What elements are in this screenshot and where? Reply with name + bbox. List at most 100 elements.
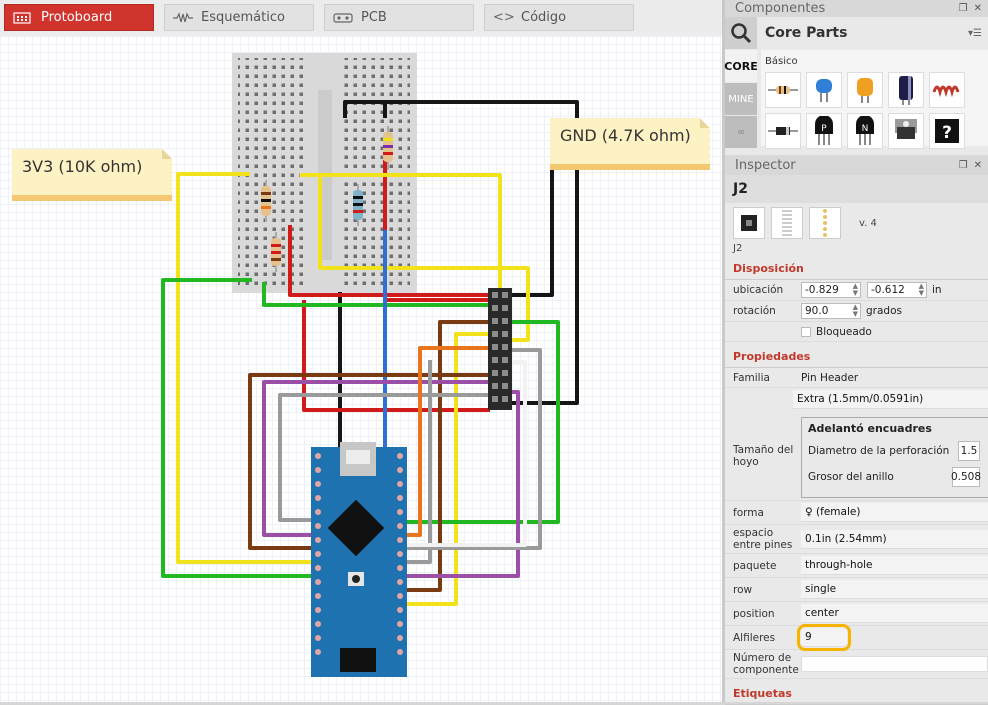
position-row: position center (725, 602, 988, 626)
location-label: ubicación (733, 284, 801, 296)
rotation-unit: grados (866, 305, 902, 317)
family-label: Familia (733, 372, 801, 384)
part-power-transistor-icon[interactable] (888, 113, 924, 149)
location-x-input[interactable]: -0.829▲▼ (801, 282, 861, 298)
inspector-title: Inspector (735, 158, 796, 173)
ring-input[interactable]: 0.508 (952, 467, 980, 487)
wire-green (163, 280, 322, 576)
parts-bin-header: Core Parts ▾☰ (725, 17, 988, 49)
search-button[interactable] (725, 17, 757, 49)
breadboard-canvas[interactable]: 3V3 (10K ohm) GND (4.7K ohm) (0, 36, 722, 702)
right-sidebar: Componentes ❐ ✕ Core Parts ▾☰ CORE MINE ∞… (722, 0, 988, 702)
section-properties: Propiedades (725, 346, 988, 368)
pins-select[interactable]: 9 (801, 628, 847, 647)
drill-label: Diametro de la perforación (808, 445, 949, 457)
note-gnd[interactable]: GND (4.7K ohm) (550, 118, 710, 170)
bin-mine[interactable]: MINE (725, 83, 757, 115)
locked-checkbox[interactable] (801, 327, 811, 337)
location-y-input[interactable]: -0.612 ▲▼ (867, 282, 927, 298)
tab-pcb[interactable]: PCB (324, 4, 474, 31)
view-tab-bar: Protoboard Esquemático PCB <> Código (0, 0, 722, 36)
spin-arrows-icon[interactable]: ▲▼ (853, 283, 858, 297)
bin-name: Core Parts (765, 25, 847, 41)
form-label: forma (733, 507, 801, 519)
part-npn-transistor-icon[interactable]: N (847, 113, 883, 149)
part-resistor-icon[interactable] (765, 72, 801, 108)
inspector-title-bar: Inspector ❐ ✕ (725, 155, 988, 175)
package-select[interactable]: through-hole (801, 556, 988, 575)
family-value: Pin Header (801, 372, 858, 384)
pin-header-j2[interactable] (488, 288, 512, 410)
part-diode-icon[interactable] (765, 113, 801, 149)
arduino-nano-board[interactable] (311, 442, 407, 677)
ring-row: Grosor del anillo 0.508 (808, 467, 988, 487)
part-number-row: Número de componente (725, 650, 988, 679)
rotation-input[interactable]: 90.0▲▼ (801, 303, 861, 319)
position-label: position (733, 608, 801, 620)
drill-input[interactable]: 1.5 (958, 441, 980, 461)
resistor-symbol-icon (173, 11, 193, 25)
locked-row: Bloqueado (725, 322, 988, 342)
part-version: v. 4 (859, 218, 877, 229)
location-row: ubicación -0.829▲▼ -0.612▲▼ in (725, 280, 988, 301)
row-count-row: row single (725, 578, 988, 602)
category-label: Básico (765, 56, 988, 67)
note-gnd-text: GND (4.7K ohm) (560, 126, 691, 145)
part-pnp-transistor-icon[interactable]: P (806, 113, 842, 149)
search-icon (730, 22, 752, 44)
location-y-value: -0.612 (871, 284, 905, 296)
svg-text:P: P (821, 124, 827, 134)
position-select[interactable]: center (801, 604, 988, 623)
form-select[interactable]: ♀ (female) (801, 503, 988, 522)
advanced-settings-title: Adelantó encuadres (808, 422, 988, 435)
tab-code[interactable]: <> Código (484, 4, 634, 31)
note-fold-corner (162, 149, 172, 159)
float-icon[interactable]: ❐ (959, 160, 968, 171)
close-icon[interactable]: ✕ (974, 160, 982, 171)
spin-arrows-icon[interactable]: ▲▼ (853, 304, 858, 318)
part-number-label: Número de componente (733, 652, 801, 676)
family-row: Familia Pin Header (725, 368, 988, 388)
part-capacitor-icon[interactable] (806, 72, 842, 108)
part-inductor-icon[interactable] (929, 72, 965, 108)
svg-text:N: N (862, 124, 869, 134)
code-brackets-icon: <> (493, 11, 513, 25)
package-row: paquete through-hole (725, 554, 988, 578)
float-icon[interactable]: ❐ (959, 3, 968, 14)
advanced-settings-group: Adelantó encuadres Diametro de la perfor… (801, 417, 988, 498)
bin-menu-icon[interactable]: ▾☰ (968, 28, 982, 39)
spacing-label: espacio entre pines (733, 527, 801, 551)
part-electrolytic-capacitor-icon[interactable] (888, 72, 924, 108)
bin-list: CORE MINE ∞ (725, 50, 759, 149)
note-fold-corner (700, 118, 710, 128)
inspector-panel: Inspector ❐✕ J2 v. 4 J2 Disposición ubic… (725, 155, 988, 705)
section-placement: Disposición (725, 258, 988, 280)
parts-grid: P N ? (765, 72, 988, 149)
parts-grid-area: Básico P N ? (761, 50, 988, 146)
hole-size-row: Tamaño del hoyo Adelantó encuadres Diame… (725, 411, 988, 501)
row-select[interactable]: single (801, 580, 988, 599)
spin-arrows-icon[interactable]: ▲▼ (919, 283, 924, 297)
components-title: Componentes (735, 1, 825, 16)
tab-schematic-label: Esquemático (201, 10, 285, 25)
tab-breadboard[interactable]: Protoboard (4, 4, 154, 31)
rotation-row: rotación 90.0▲▼ grados (725, 301, 988, 322)
note-3v3[interactable]: 3V3 (10K ohm) (12, 149, 172, 201)
pins-label: Alfileres (733, 632, 801, 644)
part-mystery-icon[interactable]: ? (929, 113, 965, 149)
rotation-label: rotación (733, 305, 801, 317)
bin-core[interactable]: CORE (725, 50, 757, 82)
close-icon[interactable]: ✕ (974, 3, 982, 14)
part-number-input[interactable] (801, 656, 988, 672)
drill-row: Diametro de la perforación 1.5 (808, 441, 988, 461)
header-schematic-image (771, 207, 803, 239)
bin-link-icon[interactable]: ∞ (725, 116, 757, 148)
row-label: row (733, 584, 801, 596)
tab-breadboard-label: Protoboard (41, 10, 112, 25)
part-images: v. 4 (725, 203, 988, 243)
spacing-select[interactable]: 0.1in (2.54mm) (801, 530, 988, 549)
note-3v3-text: 3V3 (10K ohm) (22, 157, 142, 176)
hole-size-select[interactable]: Extra (1.5mm/0.0591in) (793, 390, 988, 409)
part-tantalum-capacitor-icon[interactable] (847, 72, 883, 108)
tab-schematic[interactable]: Esquemático (164, 4, 314, 31)
